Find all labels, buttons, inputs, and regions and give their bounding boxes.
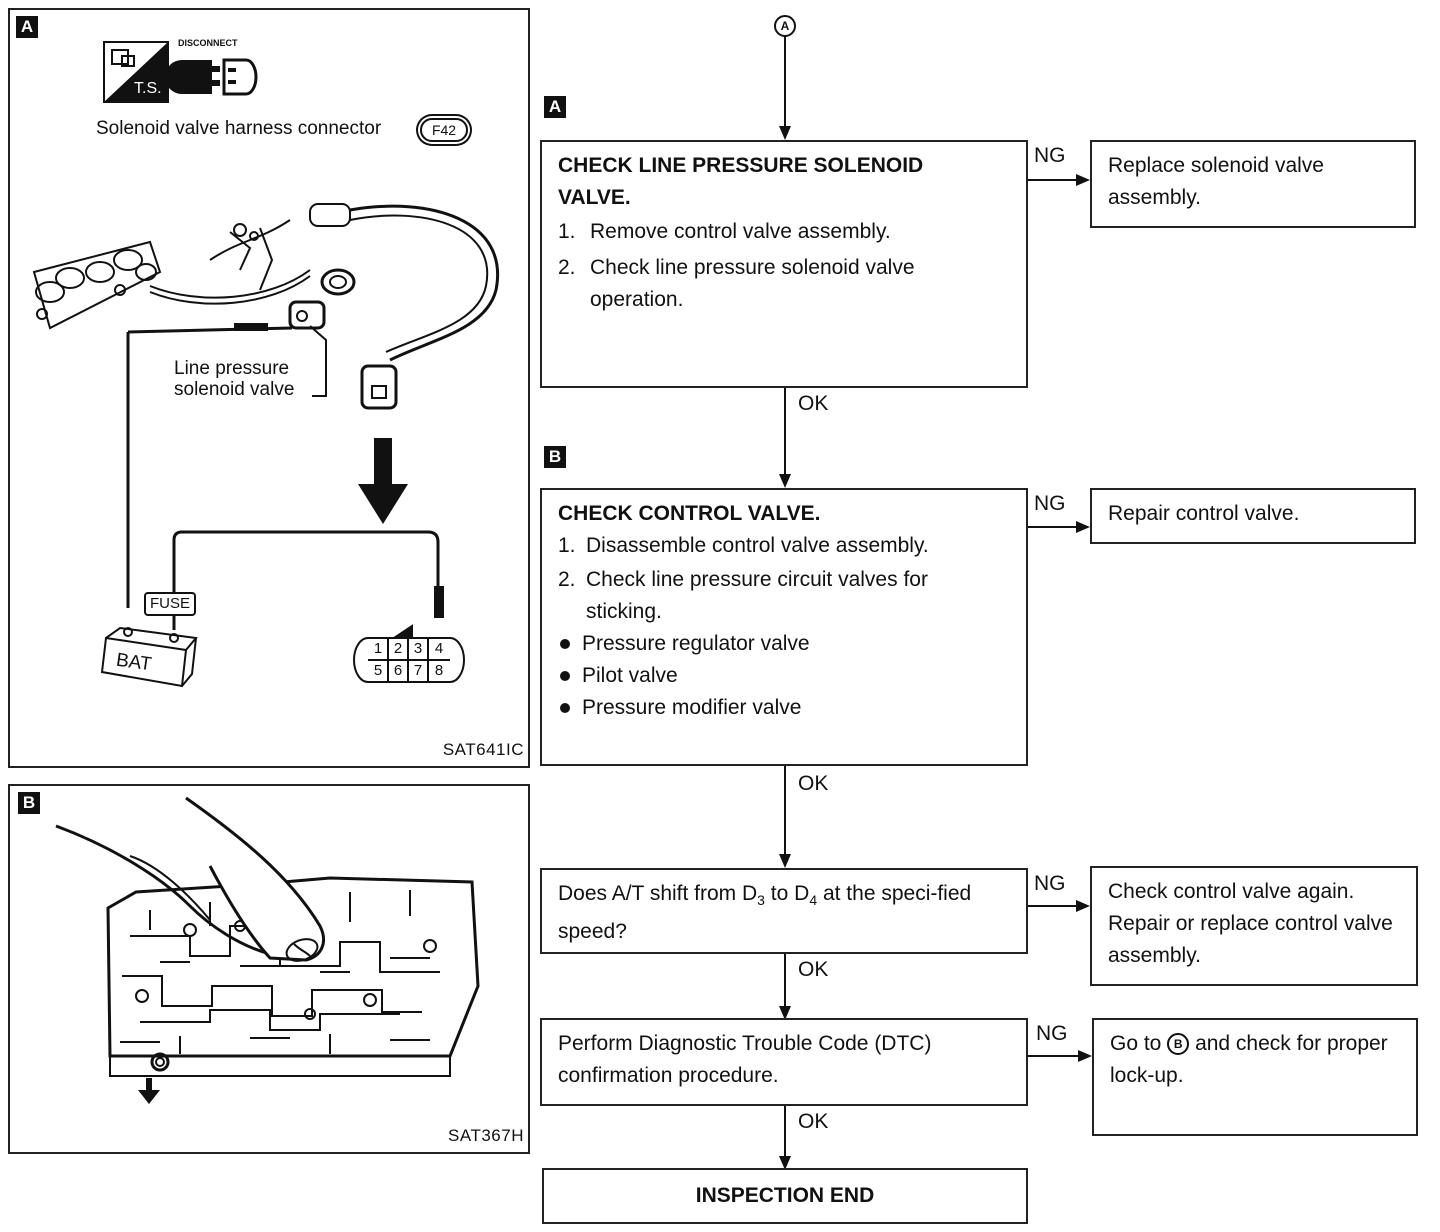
step-b-bullet-1: Pressure regulator valve [558,628,1010,660]
step-b-tag: B [544,446,566,468]
step-a-ok-label: OK [798,392,829,415]
step-c-ok-label: OK [798,958,829,981]
step-a-title: CHECK LINE PRESSURE SOLENOID VALVE. [558,154,924,209]
step-b-item-1: 1. Disassemble control valve assembly. [558,534,929,557]
connector-circle-b: B [1167,1033,1190,1055]
pin-5: 5 [373,662,383,679]
pin-8: 8 [434,662,444,679]
step-d-ok-label: OK [798,1110,829,1133]
step-a-tag: A [544,96,566,118]
step-a-ng-result: Replace solenoid valve assembly. [1090,140,1416,228]
step-d-box: Perform Diagnostic Trouble Code (DTC) co… [540,1018,1028,1106]
connector-id-badge: F42 [420,118,468,142]
step-b-ok-label: OK [798,772,829,795]
step-d-ng-result: Go to B and check for proper lock-up. [1092,1018,1418,1136]
inspection-end-box: INSPECTION END [542,1168,1028,1224]
panel-a-tag: A [16,16,38,38]
step-b-bullet-2: Pilot valve [558,660,1010,692]
panel-b-tag: B [18,792,40,814]
step-c-ng-result: Check control valve again. Repair or rep… [1090,866,1418,986]
pin-1: 1 [373,640,383,657]
step-d-ng-label: NG [1036,1022,1068,1045]
step-b-bullet-3: Pressure modifier valve [558,692,1010,724]
fuse-label: FUSE [144,592,197,616]
step-a-box: CHECK LINE PRESSURE SOLENOID VALVE. 1. R… [540,140,1028,388]
disconnect-label: DISCONNECT [178,38,238,48]
connector-circle-a: A [780,19,790,33]
step-b-ng-result: Repair control valve. [1090,488,1416,544]
figure-panel-a: A T.S. DISCONNECT Solenoid valve harness… [8,8,530,768]
pin-row-top: 1 2 3 4 [368,640,450,657]
step-b-ng-label: NG [1034,492,1066,515]
harness-connector-label: Solenoid valve harness connector [96,118,382,139]
step-c-box: Does A/T shift from D3 to D4 at the spec… [540,868,1028,954]
valve-label: Line pressure solenoid valve [174,358,295,400]
pin-4: 4 [434,640,444,657]
step-c-ng-label: NG [1034,872,1066,895]
ts-label: T.S. [134,80,162,97]
step-a-ng-label: NG [1034,144,1066,167]
pin-7: 7 [413,662,423,679]
pin-row-bottom: 5 6 7 8 [368,662,450,679]
pin-6: 6 [393,662,403,679]
control-valve-drawing [55,796,480,1104]
step-b-box: CHECK CONTROL VALVE. 1. Disassemble cont… [540,488,1028,766]
step-b-title: CHECK CONTROL VALVE. [558,502,821,525]
pin-3: 3 [413,640,423,657]
figure-code-a: SAT641IC [442,740,524,759]
step-a-item-1: 1. Remove control valve assembly. [558,220,891,243]
step-a-item-2: 2. Check line pressure solenoid valve op… [558,256,915,311]
step-b-item-2: 2. Check line pressure circuit valves fo… [558,568,928,623]
pin-2: 2 [393,640,403,657]
solenoid-valve-drawing [32,203,500,688]
figure-panel-b: B SAT367H [8,784,530,1154]
disconnect-icon: DISCONNECT [165,38,260,102]
figure-code-b: SAT367H [448,1126,524,1145]
